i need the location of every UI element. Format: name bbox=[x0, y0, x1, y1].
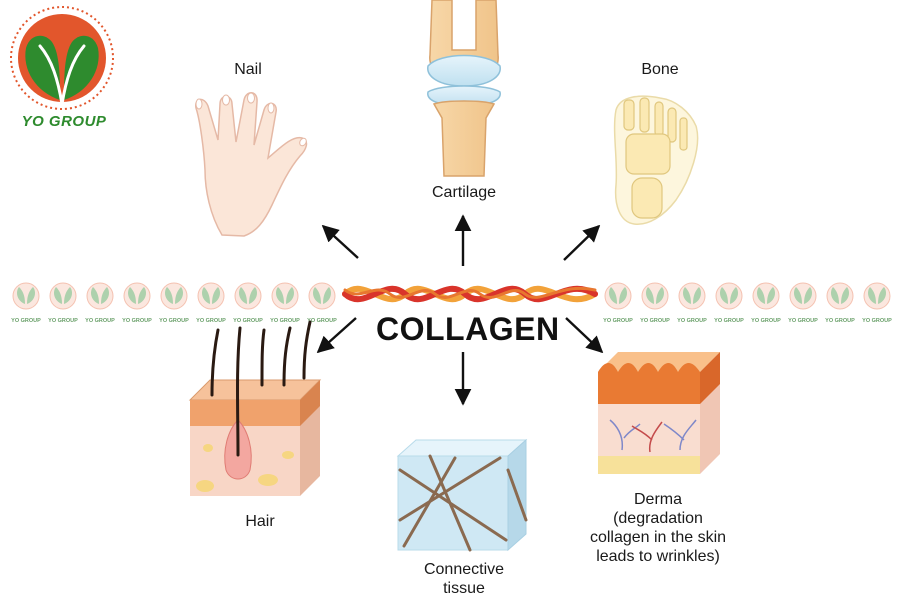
label-derma-line-1: Derma bbox=[633, 491, 682, 508]
watermark-brand-text: YO GROUP bbox=[788, 318, 818, 324]
watermark-logo-icon: YO GROUP bbox=[751, 282, 781, 324]
watermark-brand-text: YO GROUP bbox=[714, 318, 744, 324]
label-bone: Bone bbox=[641, 61, 679, 78]
watermark-logo-icon: YO GROUP bbox=[640, 282, 670, 324]
label-derma-line-2: (degradation bbox=[613, 510, 703, 527]
label-hair: Hair bbox=[245, 513, 275, 530]
label-connective-tissue: Connective tissue bbox=[404, 560, 524, 598]
watermark-brand-text: YO GROUP bbox=[825, 318, 855, 324]
label-derma-line-4: leads to wrinkles) bbox=[596, 548, 720, 565]
arrow-to-nail bbox=[321, 224, 359, 259]
watermark-logo-icon: YO GROUP bbox=[85, 282, 115, 324]
watermark-brand-text: YO GROUP bbox=[640, 318, 670, 324]
watermark-logo-icon: YO GROUP bbox=[677, 282, 707, 324]
center-title: COLLAGEN bbox=[376, 311, 560, 347]
watermark-brand-text: YO GROUP bbox=[196, 318, 226, 324]
label-connective-line-2: tissue bbox=[443, 580, 485, 597]
watermark-brand-text: YO GROUP bbox=[270, 318, 300, 324]
watermark-logo-icon: YO GROUP bbox=[233, 282, 263, 324]
watermark-logo-icon: YO GROUP bbox=[603, 282, 633, 324]
watermark-brand-text: YO GROUP bbox=[122, 318, 152, 324]
label-cartilage: Cartilage bbox=[431, 184, 497, 201]
label-connective-line-1: Connective bbox=[423, 561, 505, 578]
label-derma: Derma (degradation collagen in the skin … bbox=[568, 490, 748, 566]
watermark-logo-icon: YO GROUP bbox=[714, 282, 744, 324]
hand-icon bbox=[195, 92, 308, 237]
watermark-brand-text: YO GROUP bbox=[307, 318, 337, 324]
skin-layers-icon bbox=[598, 352, 720, 474]
foot-bones-icon bbox=[613, 95, 699, 225]
watermark-logo-icon: YO GROUP bbox=[825, 282, 855, 324]
watermark-logo-icon: YO GROUP bbox=[307, 282, 337, 324]
watermark-logo-icon: YO GROUP bbox=[122, 282, 152, 324]
watermark-brand-text: YO GROUP bbox=[751, 318, 781, 324]
watermark-logo-icon: YO GROUP bbox=[862, 282, 892, 324]
watermark-logo-icon: YO GROUP bbox=[159, 282, 189, 324]
watermark-logo-icon: YO GROUP bbox=[270, 282, 300, 324]
watermark-brand-text: YO GROUP bbox=[11, 318, 41, 324]
watermark-brand-text: YO GROUP bbox=[48, 318, 78, 324]
watermark-brand-text: YO GROUP bbox=[862, 318, 892, 324]
arrow-to-bone bbox=[563, 224, 601, 261]
brand-name: YO GROUP bbox=[21, 113, 107, 130]
watermark-brand-text: YO GROUP bbox=[85, 318, 115, 324]
label-derma-line-3: collagen in the skin bbox=[589, 529, 727, 546]
watermark-brand-text: YO GROUP bbox=[159, 318, 189, 324]
watermark-logo-icon: YO GROUP bbox=[48, 282, 78, 324]
arrows bbox=[316, 214, 604, 406]
watermark-brand-text: YO GROUP bbox=[603, 318, 633, 324]
yo-group-logo bbox=[10, 6, 114, 110]
connective-tissue-cube-icon bbox=[396, 438, 528, 552]
watermark-logo-icon: YO GROUP bbox=[11, 282, 41, 324]
collagen-helix-icon bbox=[342, 285, 598, 303]
watermark-band: YO GROUP YO GROUP YO GROUP YO GROUP YO GROUP… bbox=[11, 282, 892, 324]
arrow-to-hair bbox=[316, 317, 357, 354]
hair-follicle-icon bbox=[188, 320, 322, 496]
watermark-logo-icon: YO GROUP bbox=[196, 282, 226, 324]
watermark-brand-text: YO GROUP bbox=[233, 318, 263, 324]
knee-joint-icon bbox=[427, 0, 501, 177]
arrow-to-derma bbox=[565, 317, 604, 354]
label-nail: Nail bbox=[234, 61, 262, 78]
watermark-brand-text: YO GROUP bbox=[677, 318, 707, 324]
watermark-logo-icon: YO GROUP bbox=[788, 282, 818, 324]
